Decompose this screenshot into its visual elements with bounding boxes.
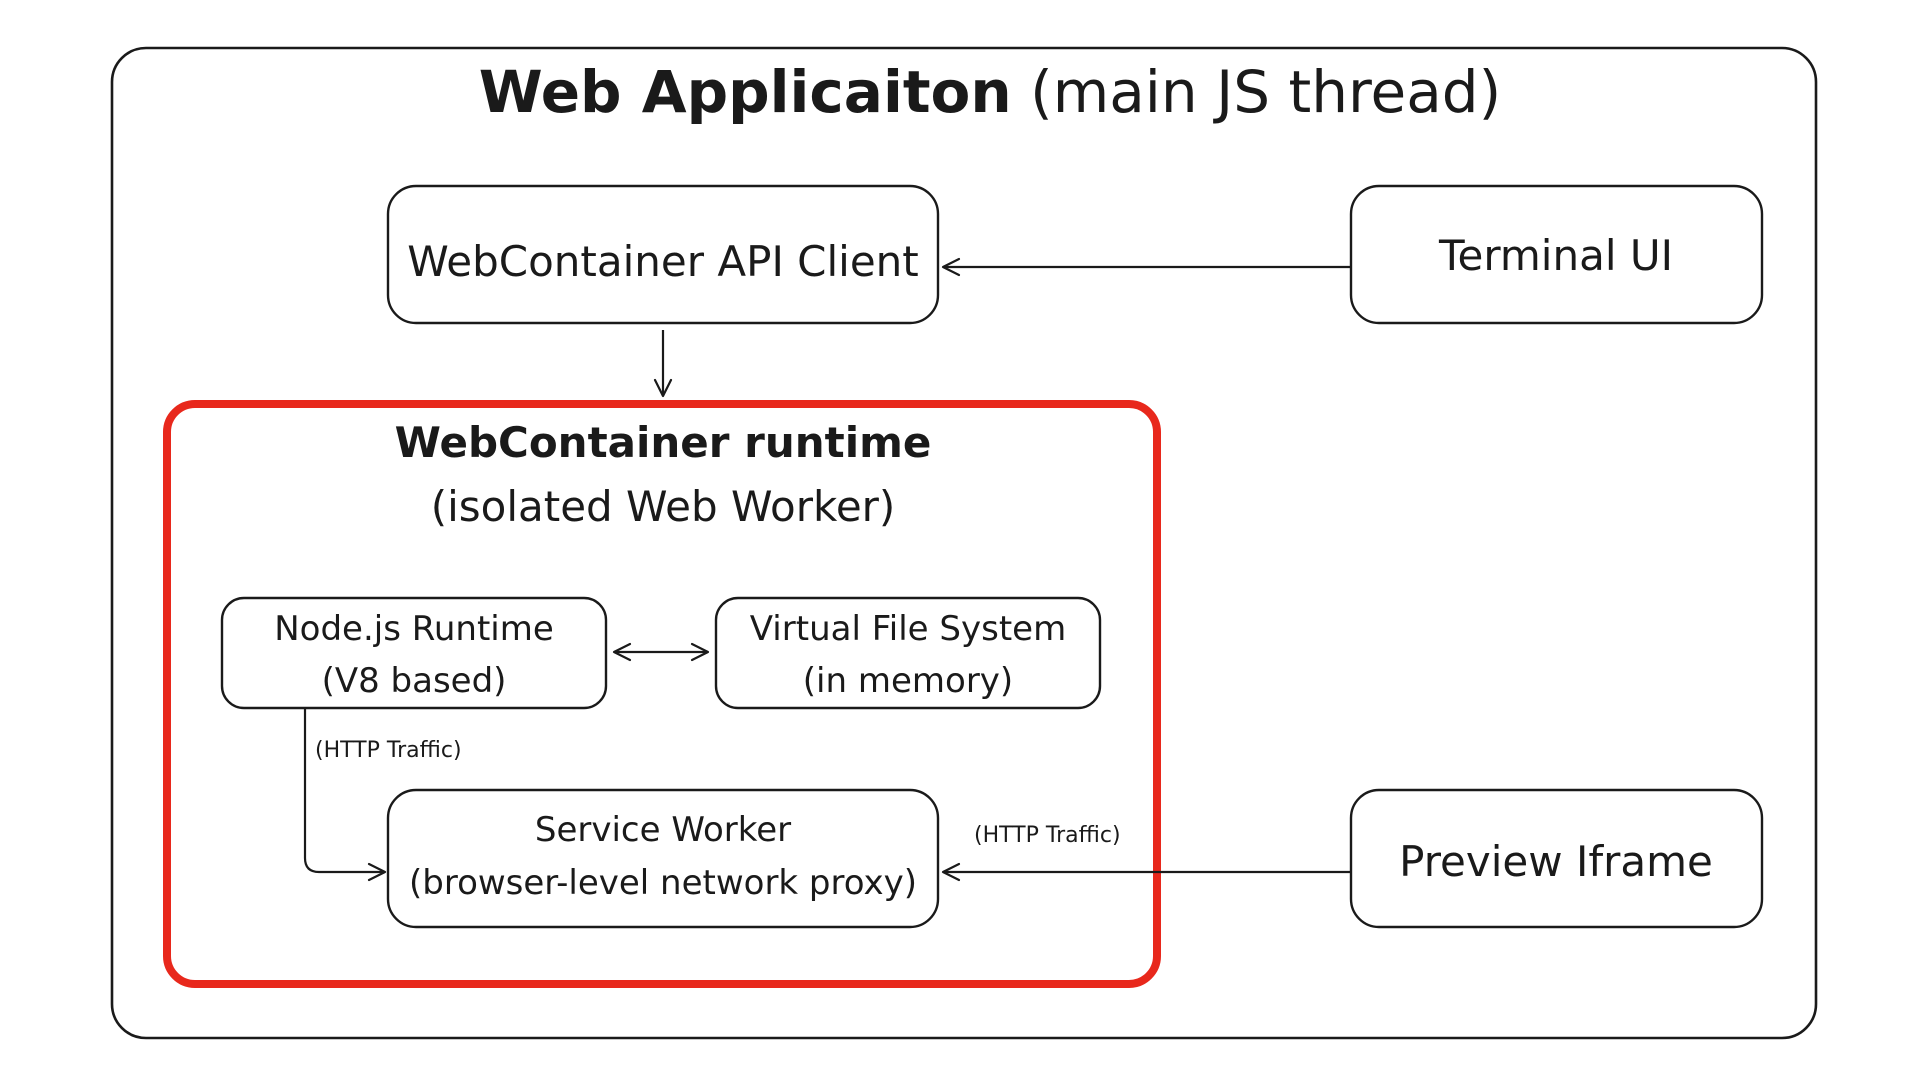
runtime-title: WebContainer runtime	[395, 418, 932, 467]
virtual-fs-line1: Virtual File System	[750, 609, 1066, 649]
webcontainer-runtime-container	[163, 400, 1161, 988]
virtual-fs-line2: (in memory)	[803, 661, 1013, 701]
node-runtime-line2: (V8 based)	[322, 661, 507, 701]
web-application-title: Web Applicaiton (main JS thread)	[479, 58, 1501, 126]
terminal-ui-box	[1349, 184, 1764, 325]
node-runtime-line1: Node.js Runtime	[274, 609, 554, 649]
node-runtime-box	[220, 596, 608, 710]
web-application-container	[110, 46, 1818, 1040]
node-to-sw-label: (HTTP Traffic)	[315, 738, 462, 763]
service-worker-line1: Service Worker	[535, 810, 791, 850]
api-client-label: WebContainer API Client	[407, 237, 919, 286]
service-worker-box	[386, 788, 940, 929]
node-to-sw-arrow	[303, 708, 387, 882]
api-client-box	[386, 184, 940, 325]
service-worker-line2: (browser-level network proxy)	[409, 863, 917, 903]
preview-iframe-box	[1349, 788, 1764, 929]
terminal-ui-label: Terminal UI	[1438, 231, 1673, 280]
iframe-to-sw-label: (HTTP Traffic)	[974, 823, 1121, 848]
runtime-subtitle: (isolated Web Worker)	[431, 482, 896, 531]
preview-iframe-label: Preview Iframe	[1399, 837, 1713, 886]
virtual-fs-box	[714, 596, 1102, 710]
